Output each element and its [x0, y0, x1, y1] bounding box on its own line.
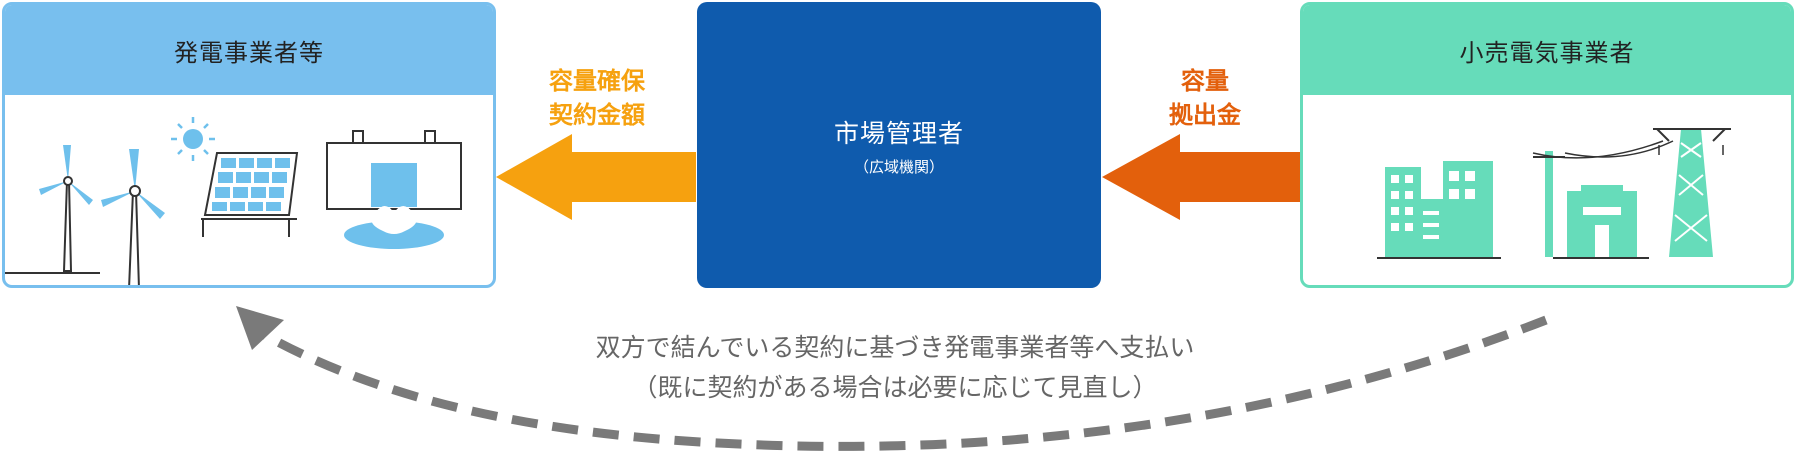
payment-return-note: 双方で結んでいる契約に基づき発電事業者等へ支払い （既に契約がある場合は必要に応… — [430, 328, 1360, 408]
capacity-payment-label: 容量確保 契約金額 — [532, 64, 662, 132]
capacity-contribution-arrow — [1102, 134, 1300, 220]
utility-pole-icon — [1532, 140, 1674, 257]
wind-turbine-icon — [101, 149, 165, 285]
capacity-payment-line2: 契約金額 — [549, 101, 645, 129]
sun-icon — [171, 117, 215, 161]
generators-illustration — [5, 117, 462, 285]
payment-return-line1: 双方で結んでいる契約に基づき発電事業者等へ支払い — [595, 333, 1195, 362]
capacity-payment-arrow — [496, 134, 696, 220]
store-icon — [1553, 185, 1649, 259]
hydro-dam-icon — [326, 130, 462, 249]
capacity-contribution-line1: 容量 — [1181, 67, 1229, 95]
retailers-title: 小売電気事業者 — [1303, 5, 1791, 95]
wind-turbine-icon — [5, 145, 100, 274]
generators-box: 発電事業者等 — [2, 2, 496, 288]
solar-panel-icon — [201, 152, 299, 237]
market-manager-title: 市場管理者 — [833, 118, 964, 148]
payment-return-arrow — [253, 315, 1548, 451]
payment-return-arrowhead — [236, 306, 284, 350]
generators-title: 発電事業者等 — [5, 5, 493, 95]
capacity-payment-line1: 容量確保 — [549, 67, 645, 95]
transmission-tower-icon — [1653, 128, 1731, 257]
capacity-contribution-line2: 拠出金 — [1169, 101, 1241, 129]
market-manager-box: 市場管理者 （広域機関） — [697, 2, 1101, 288]
capacity-contribution-label: 容量 拠出金 — [1140, 64, 1270, 132]
payment-return-line2: （既に契約がある場合は必要に応じて見直し） — [632, 373, 1158, 402]
market-manager-subtitle: （広域機関） — [853, 157, 944, 176]
retailers-illustration — [1377, 128, 1731, 259]
retailers-box: 小売電気事業者 — [1300, 2, 1794, 288]
office-building-icon — [1377, 161, 1501, 259]
